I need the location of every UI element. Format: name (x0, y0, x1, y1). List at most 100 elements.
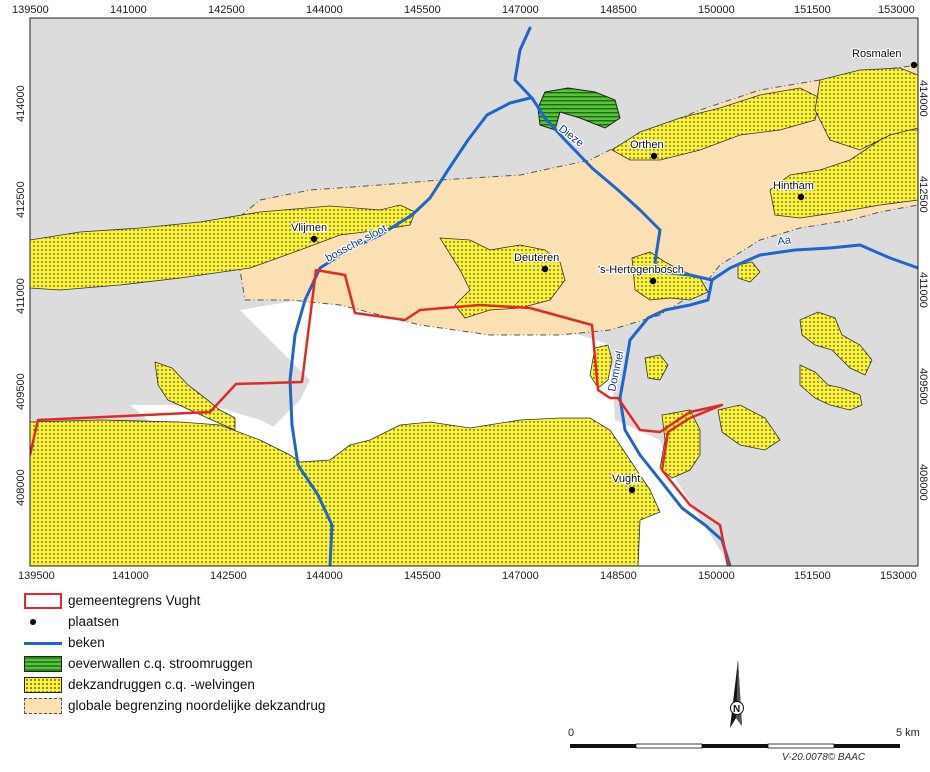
scale-bar-segment (834, 744, 900, 748)
stream-dommel (618, 278, 732, 566)
stream-aa (658, 243, 918, 282)
place-dot-deuteren (541, 265, 549, 273)
north-arrow-letter: N (733, 704, 740, 715)
credit-text: V-20.0078© BAAC (782, 752, 866, 763)
place-dot-rosmalen (910, 61, 918, 69)
dekzand-deuteren (439, 237, 566, 319)
legend-swatch-dekzand (24, 676, 62, 693)
legend-label: beken (68, 635, 105, 650)
legend-item-streams: beken (24, 632, 544, 653)
x-ticks-top: 139500 141000 142500 144000 145500 14700… (12, 4, 915, 16)
legend: gemeentegrens Vught plaatsen beken oever… (24, 590, 544, 716)
x-tick-bottom: 151500 (794, 570, 831, 582)
legend-swatch-border (24, 592, 62, 609)
y-tick-left: 414000 (15, 85, 27, 122)
legend-swatch-place-dot-icon (24, 614, 62, 630)
x-tick-top: 144000 (306, 4, 343, 16)
dekzand-east-2 (799, 364, 863, 411)
x-tick-top: 142500 (208, 4, 245, 16)
dekzand-patches (30, 67, 918, 566)
map-content: Rosmalen Orthen Hintham Vlijmen Deuteren… (30, 18, 918, 566)
legend-item-ridge-zone: globale begrenzing noordelijke dekzandru… (24, 695, 544, 716)
y-tick-left: 408000 (15, 469, 27, 506)
place-labels: Rosmalen Orthen Hintham Vlijmen Deuteren… (290, 47, 903, 487)
dekzand-east-blob (737, 261, 761, 283)
dekzand-east-4 (644, 354, 669, 381)
x-tick-top: 145500 (404, 4, 441, 16)
legend-item-border: gemeentegrens Vught (24, 590, 544, 611)
place-label-vlijmen: Vlijmen (291, 222, 327, 234)
north-arrow: N (730, 660, 744, 728)
x-tick-top: 148500 (600, 4, 637, 16)
dekzand-rosmalen (814, 67, 918, 151)
y-tick-left: 411000 (15, 278, 27, 314)
place-label-vught: Vught (612, 473, 640, 485)
stream-dieze (513, 26, 662, 274)
streams (288, 26, 918, 566)
legend-item-places: plaatsen (24, 611, 544, 632)
x-tick-bottom: 150000 (698, 570, 735, 582)
scale-bar-segment (767, 743, 835, 749)
dekzand-hintham (769, 129, 918, 219)
place-dot-vught (628, 486, 636, 494)
stream-bossche-sloot (288, 96, 532, 566)
dekzand-south (30, 417, 661, 566)
x-tick-bottom: 142500 (210, 570, 247, 582)
legend-swatch-oeverwal (24, 655, 62, 672)
legend-label: dekzandruggen c.q. -welvingen (68, 677, 255, 692)
place-dot-hertogenbosch (649, 277, 657, 285)
y-tick-left: 412500 (15, 181, 27, 218)
legend-label: globale begrenzing noordelijke dekzandru… (68, 698, 326, 713)
place-dot-orthen (650, 152, 658, 160)
municipal-border-vught (30, 268, 730, 566)
place-dots (310, 61, 918, 494)
scale-bar-segment (570, 744, 636, 748)
dekzand-east-1 (799, 311, 873, 376)
x-ticks-bottom: 139500 141000 142500 144000 145500 14700… (18, 570, 917, 582)
oeverwal-patch (537, 87, 621, 131)
dekzand-hertogenbosch (631, 251, 709, 301)
legend-swatch-stream (24, 635, 62, 651)
y-tick-right: 412500 (917, 176, 929, 213)
scale-bar-segment (635, 743, 703, 749)
legend-label: plaatsen (68, 614, 120, 629)
y-tick-left: 409500 (15, 373, 27, 410)
x-tick-top: 153000 (878, 4, 915, 16)
scale-bar: 0 5 km (568, 727, 920, 749)
x-tick-top: 150000 (698, 4, 735, 16)
dekzand-west (30, 204, 416, 291)
x-tick-top: 151500 (794, 4, 831, 16)
y-ticks-left: 414000 412500 411000 409500 408000 (15, 85, 27, 506)
place-label-hintham: Hintham (773, 180, 814, 192)
y-tick-right: 408000 (917, 464, 929, 501)
x-tick-bottom: 144000 (306, 570, 343, 582)
stream-label-aa: Aa (777, 234, 793, 248)
y-tick-right: 411000 (917, 272, 929, 308)
place-label-orthen: Orthen (630, 139, 664, 151)
legend-label: oeverwallen c.q. stroomruggen (68, 656, 253, 671)
legend-swatch-ridge-zone (24, 697, 62, 714)
legend-label: gemeentegrens Vught (68, 593, 201, 608)
legend-item-oeverwal: oeverwallen c.q. stroomruggen (24, 653, 544, 674)
y-tick-right: 414000 (917, 80, 929, 117)
x-tick-top: 141000 (110, 4, 147, 16)
x-tick-top: 147000 (502, 4, 539, 16)
x-tick-bottom: 139500 (18, 570, 55, 582)
y-tick-right: 409500 (917, 368, 929, 405)
legend-item-dekzand: dekzandruggen c.q. -welvingen (24, 674, 544, 695)
scale-bar-end-label: 5 km (896, 727, 920, 739)
map-frame (29, 17, 919, 567)
y-ticks-right: 414000 412500 411000 409500 408000 (917, 80, 929, 501)
place-label-deuteren: Deuteren (514, 252, 559, 264)
x-tick-bottom: 147000 (502, 570, 539, 582)
place-dot-hintham (797, 193, 805, 201)
place-dot-vlijmen (310, 235, 318, 243)
dekzand-east-3 (717, 404, 781, 451)
dekzand-small-west (154, 361, 236, 431)
place-label-hertogenbosch: 's-Hertogenbosch (598, 264, 684, 276)
scale-bar-segment (702, 744, 768, 748)
x-tick-bottom: 148500 (600, 570, 637, 582)
x-tick-bottom: 145500 (404, 570, 441, 582)
x-tick-bottom: 141000 (112, 570, 149, 582)
